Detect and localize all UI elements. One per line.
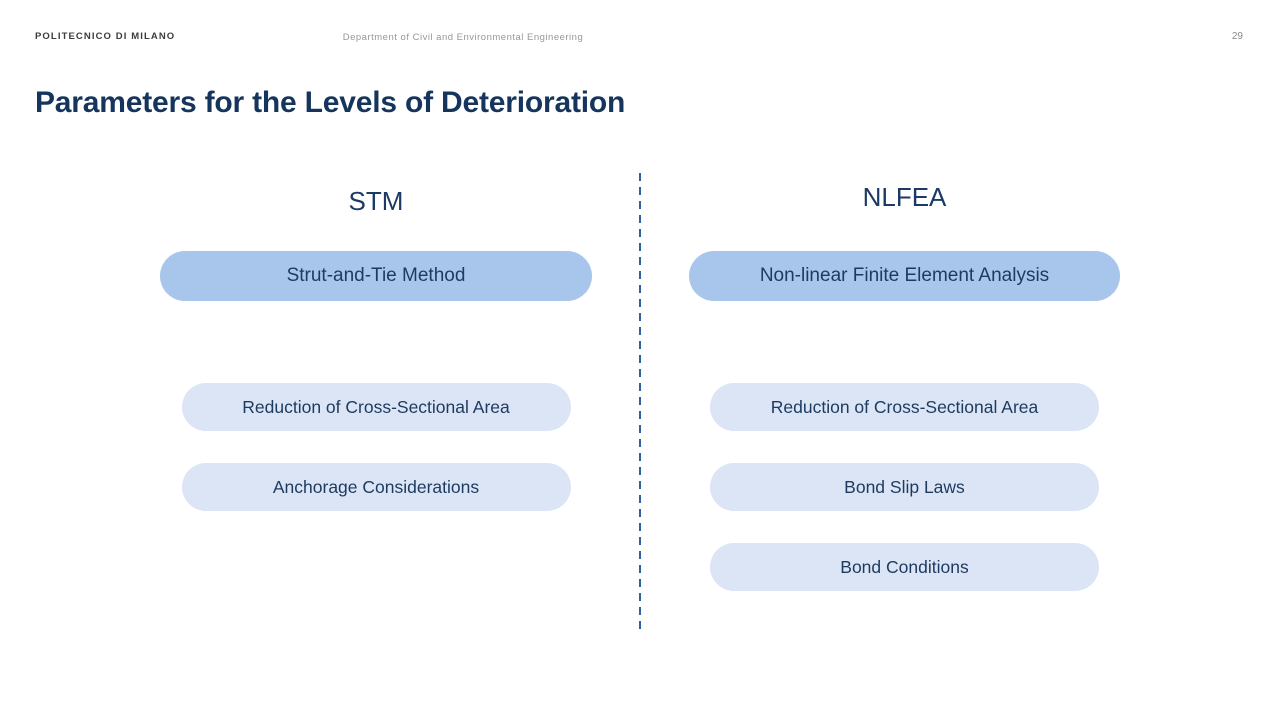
column-stm: STM Strut-and-Tie Method Reduction of Cr… bbox=[160, 180, 592, 511]
page-title: Parameters for the Levels of Deteriorati… bbox=[35, 86, 626, 119]
item-pill-bond-slip-laws: Bond Slip Laws bbox=[710, 463, 1099, 511]
vertical-dashed-divider bbox=[639, 173, 641, 633]
header-institution: POLITECNICO DI MILANO bbox=[35, 31, 176, 42]
item-pill-bond-conditions: Bond Conditions bbox=[710, 543, 1099, 591]
column-heading-stm: STM bbox=[348, 186, 404, 216]
page-number: 29 bbox=[1231, 31, 1243, 42]
column-nlfea: NLFEA Non-linear Finite Element Analysis… bbox=[689, 180, 1120, 591]
main-pill-strut-and-tie-method: Strut-and-Tie Method bbox=[160, 251, 592, 301]
item-pill-anchorage-considerations: Anchorage Considerations bbox=[181, 463, 571, 511]
column-heading-nlfea: NLFEA bbox=[862, 182, 947, 212]
item-pill-reduction-of-cross-sectional-area: Reduction of Cross-Sectional Area bbox=[181, 383, 571, 431]
header-department: Department of Civil and Environmental En… bbox=[342, 32, 584, 43]
item-pill-reduction-of-cross-sectional-area: Reduction of Cross-Sectional Area bbox=[710, 383, 1099, 431]
main-pill-non-linear-finite-element-analysis: Non-linear Finite Element Analysis bbox=[689, 251, 1120, 301]
